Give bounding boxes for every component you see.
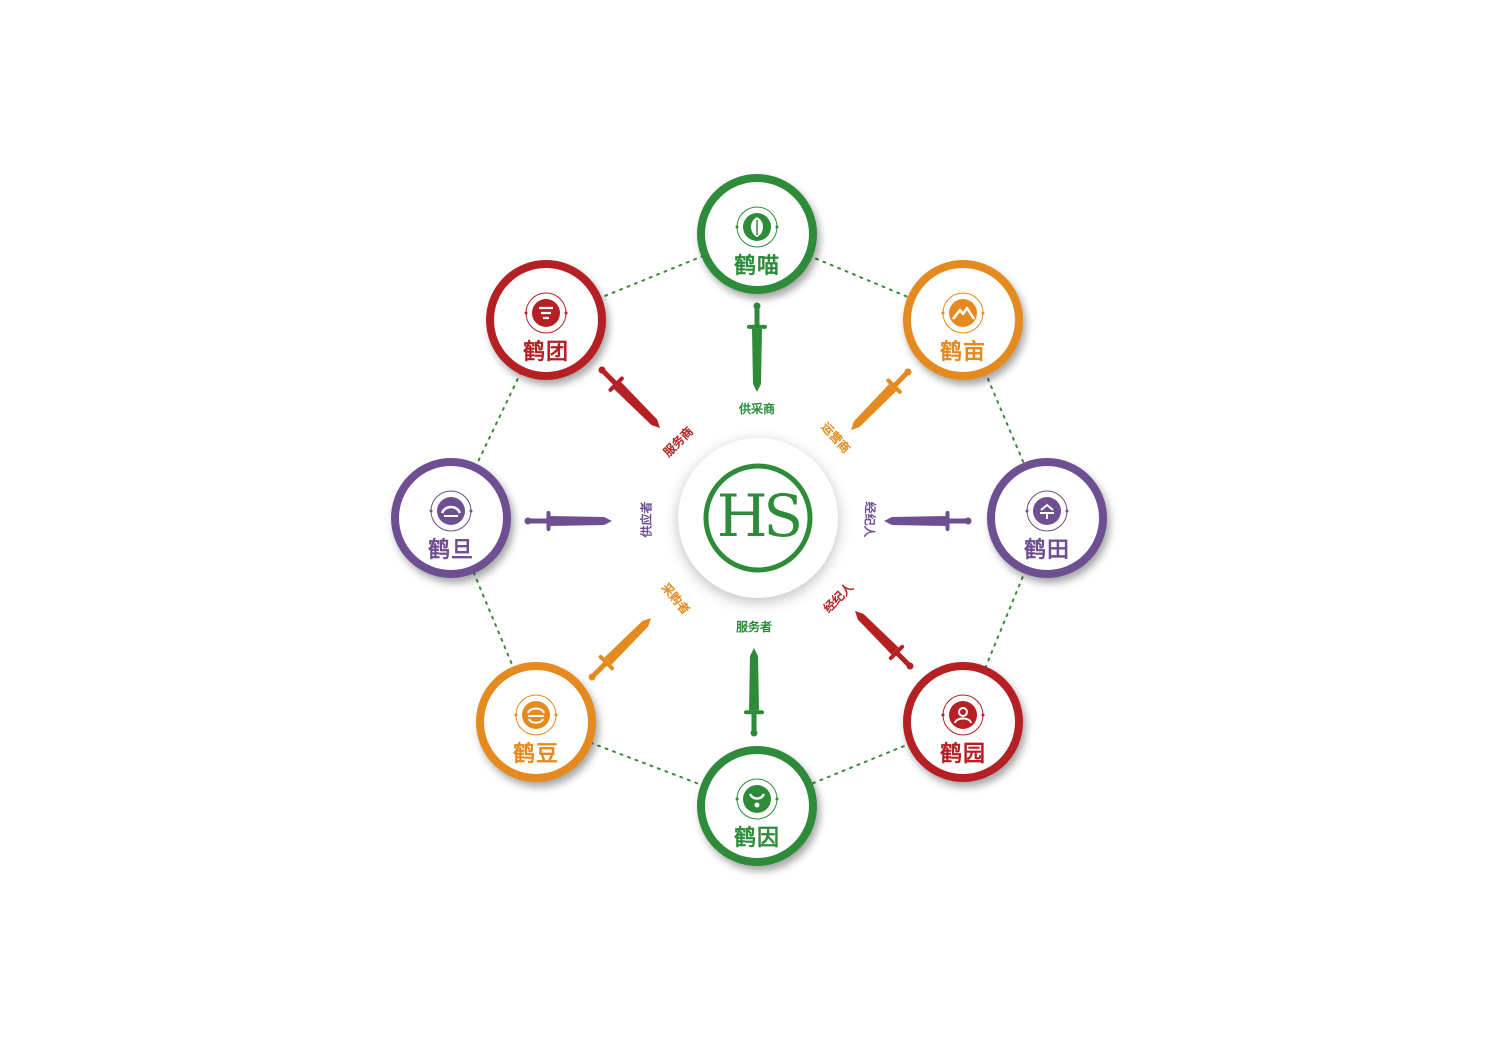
node-name: 鹤田: [1023, 537, 1070, 563]
sword-icon: [855, 611, 914, 670]
node-right: 鹤田: [987, 458, 1107, 578]
node-left: 鹤旦: [391, 458, 511, 578]
node-name: 鹤豆: [512, 741, 559, 767]
eye-icon: [428, 488, 474, 534]
sword-icon: [851, 368, 912, 431]
sword-icon: [747, 302, 767, 392]
node-name: 鹤园: [939, 741, 986, 767]
sword-icon: [744, 648, 764, 737]
node-name: 鹤喵: [733, 253, 780, 279]
role-label: 供应者: [639, 501, 654, 538]
sword-icon: [524, 511, 612, 531]
node-bottom: 鹤因: [697, 746, 817, 866]
node-top-left: 鹤团: [486, 260, 606, 380]
person-icon: [940, 692, 986, 738]
center-logo: HS: [678, 438, 838, 598]
role-label: 供采商: [738, 402, 775, 416]
node-name: 鹤因: [733, 825, 780, 851]
sword-icon: [598, 366, 660, 428]
mountain-icon: [940, 290, 986, 336]
logo-ring-icon: [703, 463, 813, 573]
role-label: 经纪人: [861, 501, 878, 538]
node-top: 鹤喵: [697, 174, 817, 294]
stack-icon: [523, 290, 569, 336]
node-name: 鹤团: [522, 339, 569, 365]
node-bottom-right: 鹤园: [903, 662, 1023, 782]
bean-icon: [513, 692, 559, 738]
sword-icon: [884, 511, 972, 531]
node-bottom-left: 鹤豆: [476, 662, 596, 782]
leaf-icon: [734, 204, 780, 250]
node-top-right: 鹤亩: [903, 260, 1023, 380]
node-name: 鹤旦: [427, 537, 474, 563]
field-icon: [1024, 488, 1070, 534]
role-label: 服务者: [735, 620, 772, 634]
sword-icon: [588, 618, 651, 681]
dotted-connector: [545, 233, 758, 321]
sprout-icon: [734, 776, 780, 822]
node-name: 鹤亩: [939, 339, 986, 365]
logo-text: HS: [716, 482, 803, 550]
